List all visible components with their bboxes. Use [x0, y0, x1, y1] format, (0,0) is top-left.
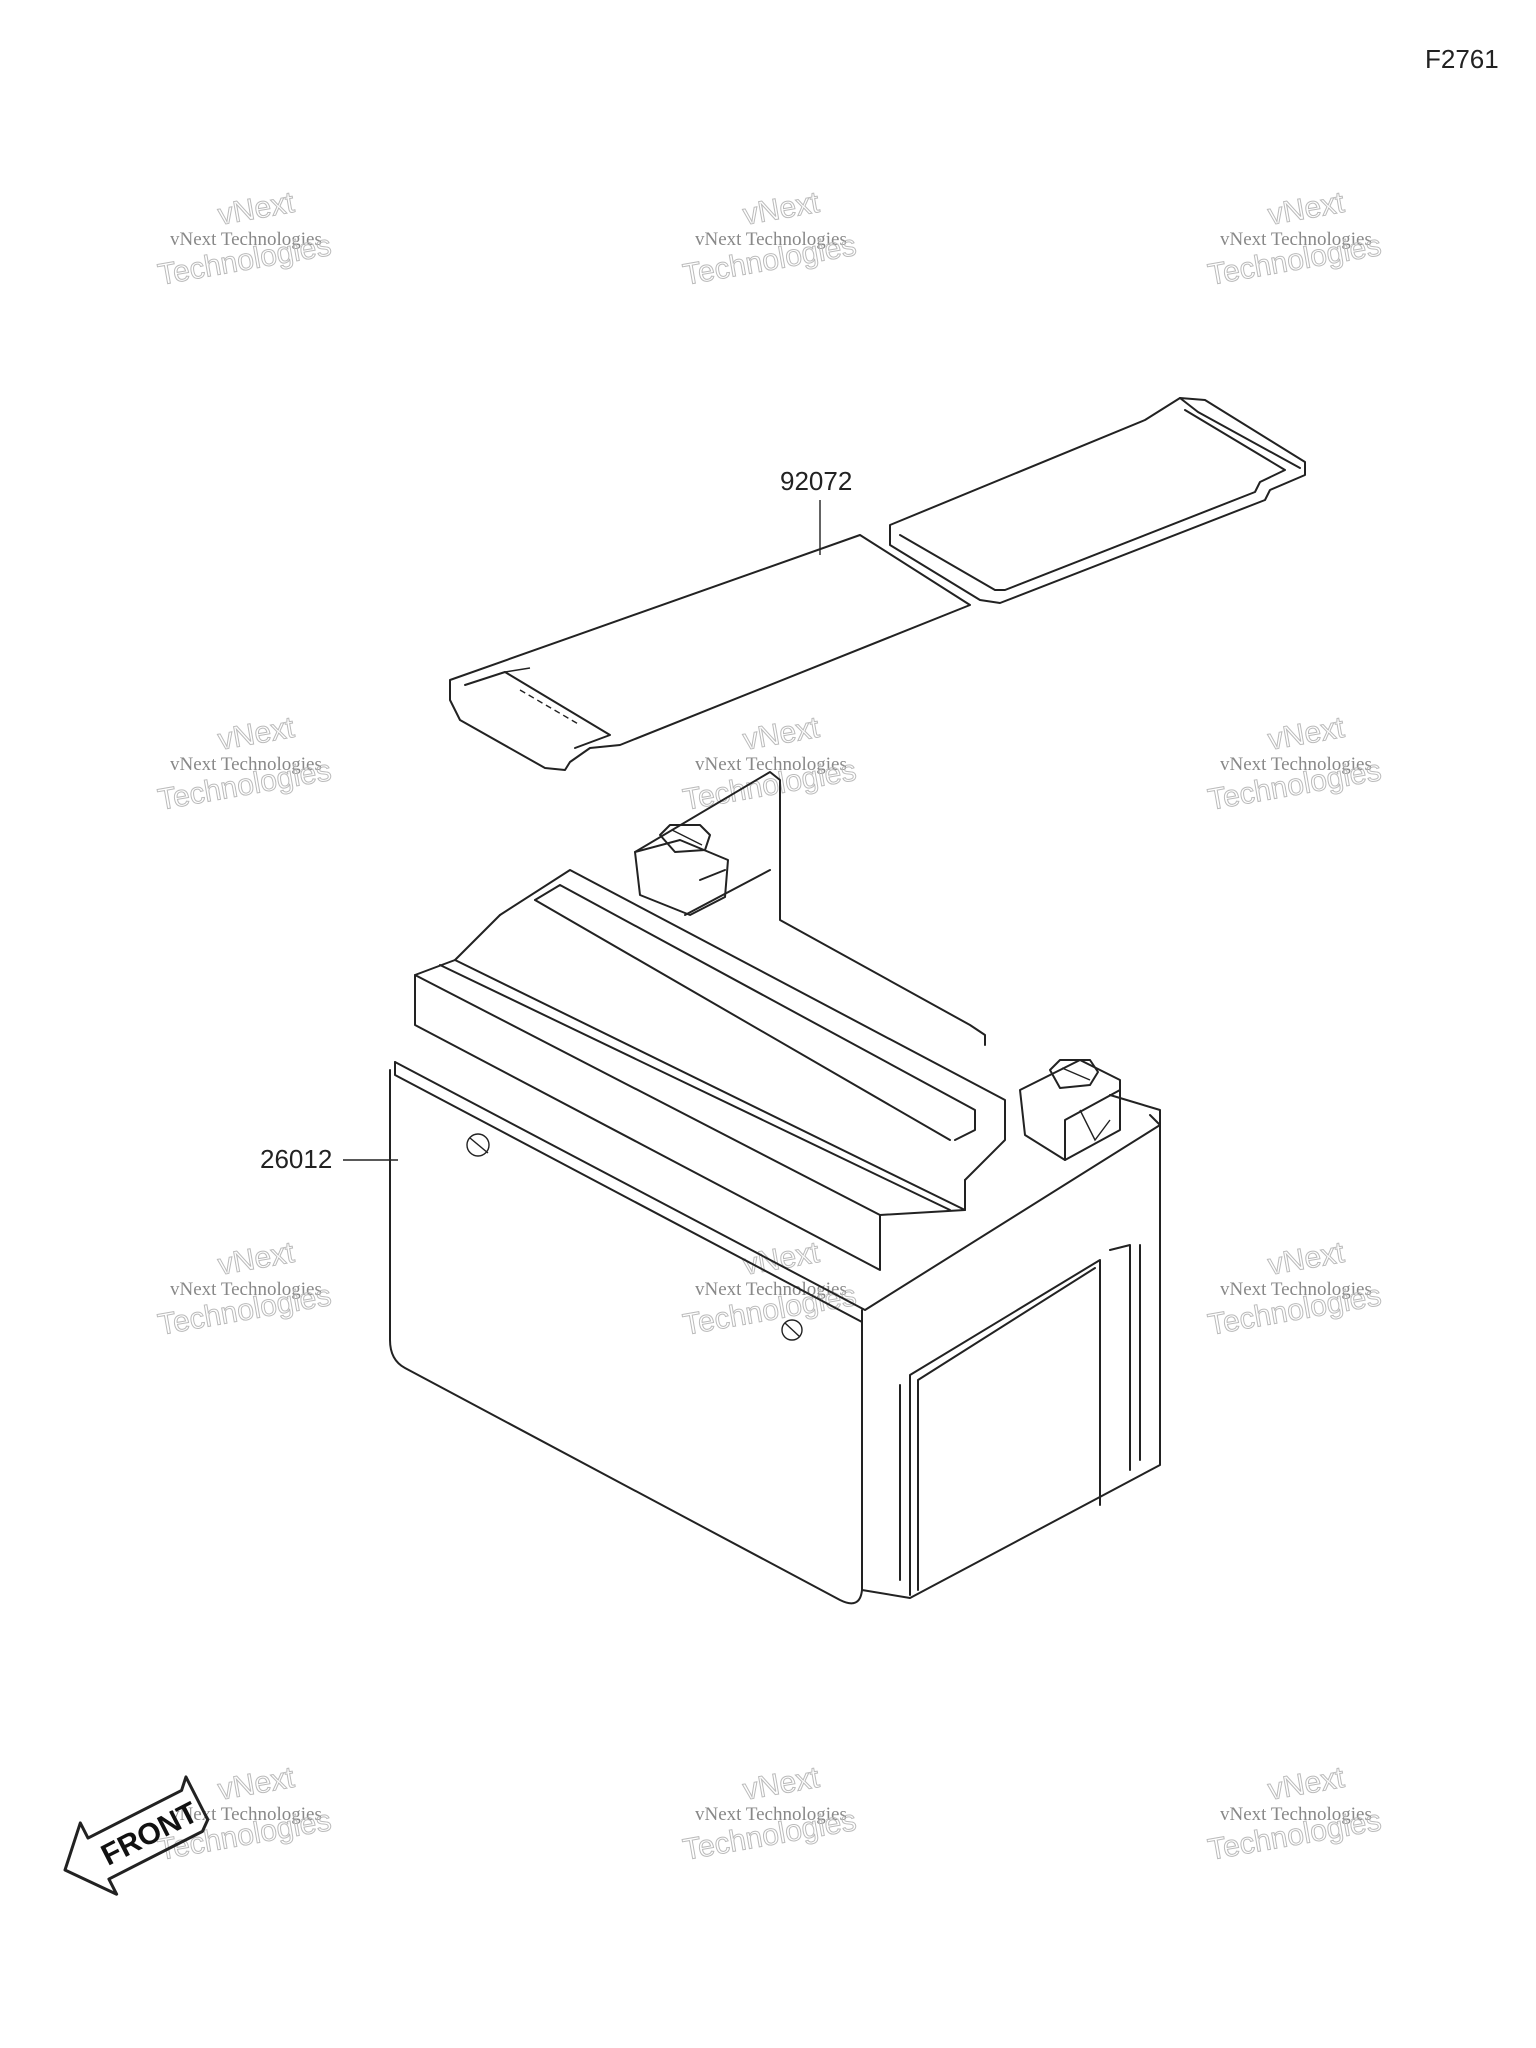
watermark-company: vNext Technologies: [1220, 1804, 1372, 1825]
watermark-company: vNext Technologies: [170, 229, 322, 250]
watermark-company: vNext Technologies: [1220, 1279, 1372, 1300]
watermark-vnext: vNext: [1265, 186, 1347, 232]
watermark-vnext: vNext: [215, 1761, 297, 1807]
watermark-vnext: vNext: [215, 1236, 297, 1282]
watermark-vnext: vNext: [740, 711, 822, 757]
watermark-vnext: vNext: [1265, 711, 1347, 757]
watermark-vnext: vNext: [215, 186, 297, 232]
watermark-company: vNext Technologies: [695, 754, 847, 775]
watermark-vnext: vNext: [740, 186, 822, 232]
watermark-company: vNext Technologies: [1220, 754, 1372, 775]
watermark-vnext: vNext: [215, 711, 297, 757]
battery: [389, 771, 1161, 1605]
label-92072: 92072: [780, 466, 852, 496]
watermark-company: vNext Technologies: [695, 229, 847, 250]
figure-code: F2761: [1425, 44, 1499, 74]
watermark-company: vNext Technologies: [1220, 229, 1372, 250]
watermark-vnext: vNext: [1265, 1761, 1347, 1807]
label-26012: 26012: [260, 1144, 332, 1174]
watermark-company: vNext Technologies: [695, 1804, 847, 1825]
watermark-vnext: vNext: [740, 1236, 822, 1282]
watermark-company: vNext Technologies: [170, 754, 322, 775]
battery-strap: [449, 397, 1306, 771]
watermark-vnext: vNext: [740, 1761, 822, 1807]
watermark-vnext: vNext: [1265, 1236, 1347, 1282]
watermark-company: vNext Technologies: [170, 1279, 322, 1300]
